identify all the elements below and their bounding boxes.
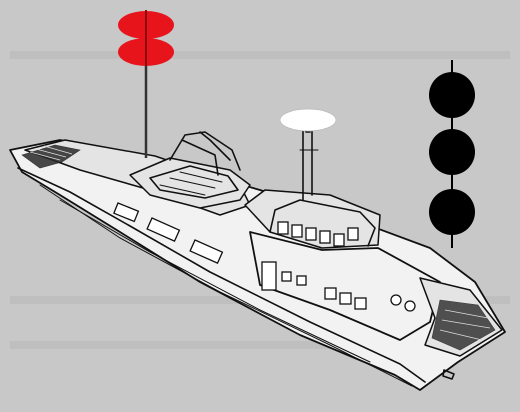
white-all-round-light — [280, 109, 336, 131]
black-ball-bottom — [429, 189, 475, 235]
black-ball-day-shapes — [429, 60, 475, 248]
black-ball-top — [429, 72, 475, 118]
deckhouse-door — [262, 262, 276, 290]
black-ball-middle — [429, 129, 475, 175]
